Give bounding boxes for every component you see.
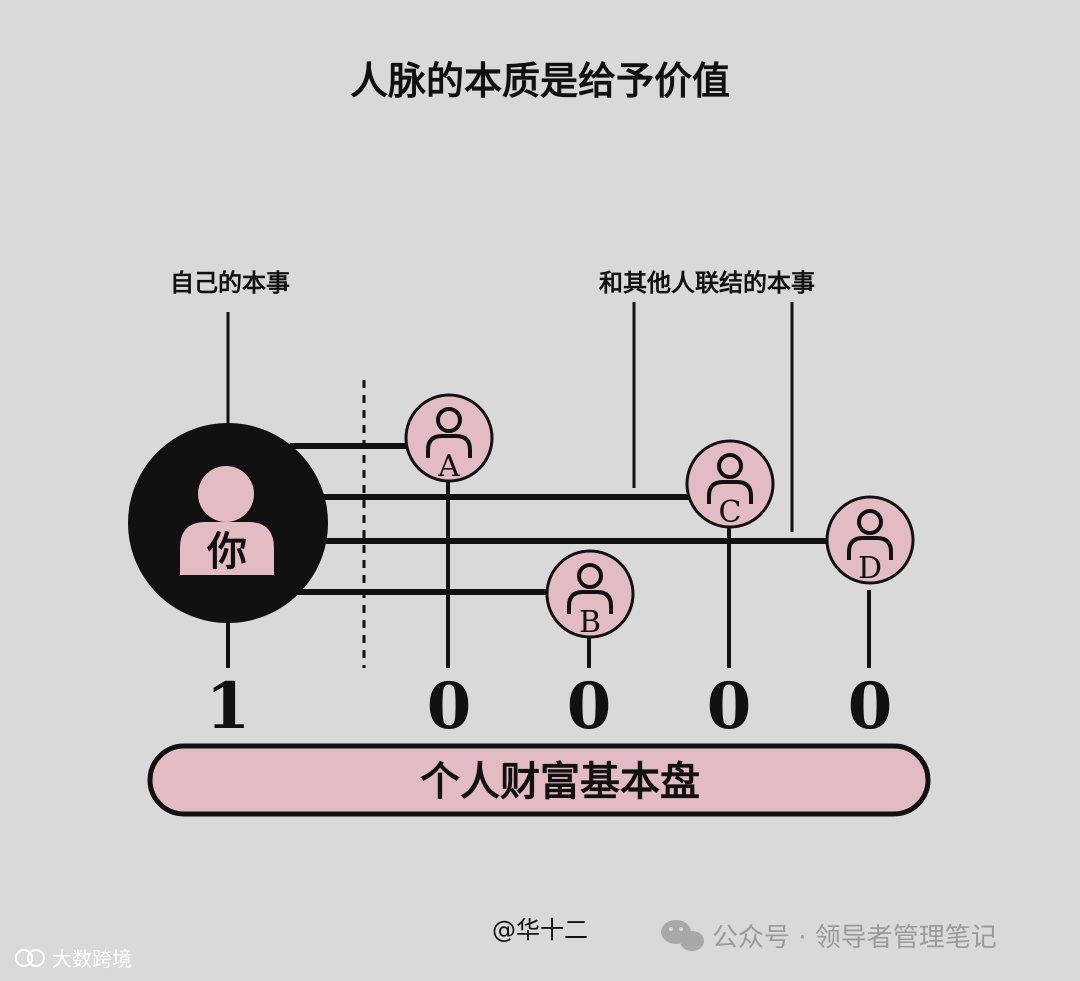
person-outline-icon (847, 509, 893, 560)
person-outline-icon (567, 563, 613, 614)
node-a: A (404, 393, 494, 484)
base-bar (147, 743, 931, 817)
connect-skill-label: 和其他人联结的本事 (599, 268, 815, 297)
digit-you: 1 (206, 669, 251, 744)
node-d: D (825, 495, 915, 586)
page-title: 人脉的本质是给予价值 (350, 58, 730, 103)
digit-a: 0 (427, 669, 472, 744)
logo-icon (15, 949, 45, 967)
you-node: 你 (128, 423, 328, 623)
watermark-brand: 大数跨境 (52, 947, 132, 971)
node-d-letter: D (858, 551, 882, 586)
node-b: B (545, 549, 635, 640)
self-skill-label: 自己的本事 (170, 268, 290, 297)
author-credit: @华十二 (492, 916, 588, 944)
node-a-letter: A (437, 449, 460, 484)
node-c: C (685, 439, 775, 530)
wechat-icon (661, 920, 704, 951)
watermark-account: 公众号 · 领导者管理笔记 (712, 923, 997, 953)
base-bar-label: 个人财富基本盘 (420, 758, 700, 805)
digit-c: 0 (707, 669, 752, 744)
node-c-letter: C (719, 495, 742, 530)
you-label: 你 (206, 528, 247, 575)
person-icon (180, 466, 274, 575)
node-b-letter: B (579, 605, 601, 640)
person-outline-icon (426, 407, 472, 458)
digit-d: 0 (848, 669, 893, 744)
digit-b: 0 (567, 669, 612, 744)
person-outline-icon (707, 453, 753, 504)
